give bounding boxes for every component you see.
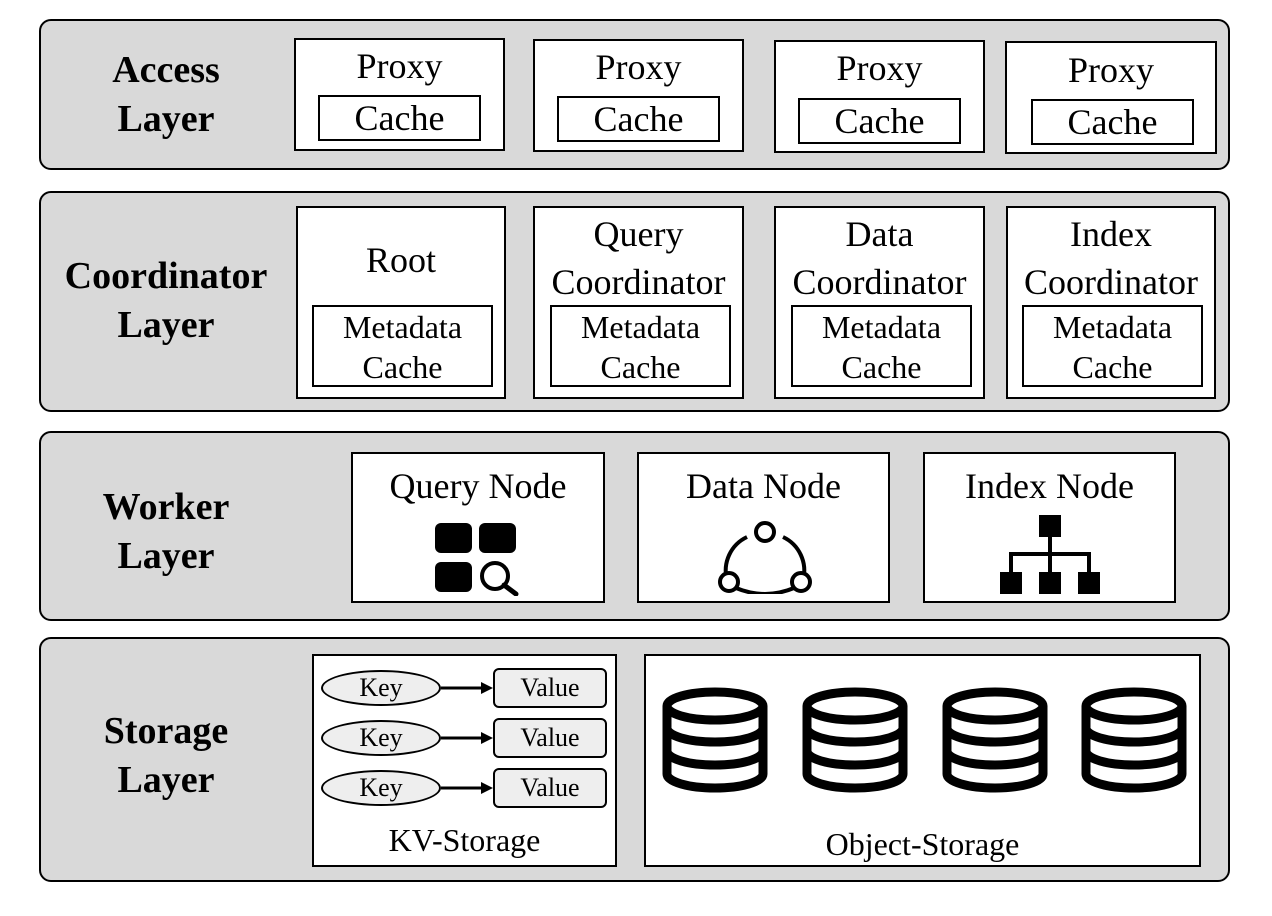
metadata-cache-label: Cache <box>600 349 681 385</box>
proxy-label: Proxy <box>356 46 443 86</box>
cache-box: Cache <box>557 96 720 142</box>
object-storage-label: Object-Storage <box>825 826 1020 862</box>
root-coordinator-box[interactable]: Root Metadata Cache <box>296 206 506 399</box>
cache-label: Cache <box>834 101 925 141</box>
cache-label: Cache <box>354 98 445 138</box>
metadata-cache-label: Metadata <box>342 309 463 345</box>
cache-box: Cache <box>1031 99 1194 145</box>
proxy-label: Proxy <box>836 48 923 88</box>
kv-storage-box[interactable]: Key Value Key Value Key Value KV-Storage <box>312 654 617 867</box>
kv-value: Value <box>493 668 607 708</box>
coordinator-label: Coordinator <box>1024 262 1198 302</box>
storage-layer-title-line1: Storage <box>103 710 229 752</box>
coordinator-layer: Coordinator Layer Root Metadata Cache Qu… <box>39 191 1230 412</box>
access-layer-title-line1: Access <box>112 49 220 91</box>
storage-layer-title: Storage Layer <box>41 707 291 805</box>
kv-key: Key <box>321 720 441 756</box>
proxy-label: Proxy <box>1067 50 1154 90</box>
proxy-label: Proxy <box>595 47 682 87</box>
coordinator-label: Index <box>1070 214 1152 254</box>
cache-box: Cache <box>798 98 961 144</box>
metadata-cache-box: Metadata Cache <box>550 305 731 387</box>
access-layer: Access Layer Proxy Cache Proxy Cache Pro… <box>39 19 1230 170</box>
worker-layer-title-line2: Layer <box>117 535 215 577</box>
cache-box: Cache <box>318 95 481 141</box>
proxy-box[interactable]: Proxy Cache <box>774 40 985 153</box>
index-node-box[interactable]: Index Node <box>923 452 1176 603</box>
data-cycle-icon <box>718 521 812 594</box>
worker-layer: Worker Layer Query Node Data Node Index … <box>39 431 1230 621</box>
data-node-label: Data Node <box>686 466 841 506</box>
storage-layer-title-line2: Layer <box>117 759 215 801</box>
coordinator-layer-title-line2: Layer <box>117 304 215 346</box>
metadata-cache-box: Metadata Cache <box>791 305 972 387</box>
coordinator-label: Root <box>365 240 436 280</box>
metadata-cache-label: Metadata <box>580 309 701 345</box>
arrow-right-icon <box>441 782 493 794</box>
query-coordinator-box[interactable]: Query Coordinator Metadata Cache <box>533 206 744 399</box>
query-node-box[interactable]: Query Node <box>351 452 605 603</box>
proxy-box[interactable]: Proxy Cache <box>294 38 505 151</box>
metadata-cache-box: Metadata Cache <box>1022 305 1203 387</box>
coordinator-layer-title-line1: Coordinator <box>64 255 268 297</box>
arrow-right-icon <box>441 732 493 744</box>
metadata-cache-label: Metadata <box>821 309 942 345</box>
proxy-box[interactable]: Proxy Cache <box>1005 41 1217 154</box>
storage-layer: Storage Layer Key Value Key Value Key Va… <box>39 637 1230 882</box>
metadata-cache-label: Cache <box>1072 349 1153 385</box>
data-node-box[interactable]: Data Node <box>637 452 890 603</box>
worker-layer-title: Worker Layer <box>41 483 291 581</box>
database-cylinder-icon <box>1081 687 1187 793</box>
object-storage-box[interactable]: Object-Storage <box>644 654 1201 867</box>
metadata-cache-label: Metadata <box>1052 309 1173 345</box>
proxy-box[interactable]: Proxy Cache <box>533 39 744 152</box>
arrow-right-icon <box>441 682 493 694</box>
access-layer-title: Access Layer <box>41 46 291 144</box>
coordinator-label: Coordinator <box>551 262 726 302</box>
metadata-cache-box: Metadata Cache <box>312 305 493 387</box>
kv-value: Value <box>493 768 607 808</box>
coordinator-label: Coordinator <box>792 262 967 302</box>
metadata-cache-label: Cache <box>362 349 443 385</box>
kv-value: Value <box>493 718 607 758</box>
kv-key: Key <box>321 770 441 806</box>
kv-storage-label: KV-Storage <box>388 822 541 858</box>
database-cylinder-icon <box>802 687 908 793</box>
coordinator-label: Query <box>593 214 684 254</box>
query-node-label: Query Node <box>389 466 567 506</box>
kv-key: Key <box>321 670 441 706</box>
query-grid-search-icon <box>435 523 519 596</box>
database-cylinder-icon <box>662 687 768 793</box>
metadata-cache-label: Cache <box>841 349 922 385</box>
access-layer-title-line2: Layer <box>117 98 215 140</box>
worker-layer-title-line1: Worker <box>102 486 230 528</box>
index-coordinator-box[interactable]: Index Coordinator Metadata Cache <box>1006 206 1216 399</box>
index-hierarchy-icon <box>1000 515 1100 594</box>
data-coordinator-box[interactable]: Data Coordinator Metadata Cache <box>774 206 985 399</box>
cache-label: Cache <box>1067 102 1158 142</box>
coordinator-layer-title: Coordinator Layer <box>41 252 291 350</box>
index-node-label: Index Node <box>965 466 1134 506</box>
coordinator-label: Data <box>845 214 914 254</box>
cache-label: Cache <box>593 99 684 139</box>
database-cylinder-icon <box>942 687 1048 793</box>
